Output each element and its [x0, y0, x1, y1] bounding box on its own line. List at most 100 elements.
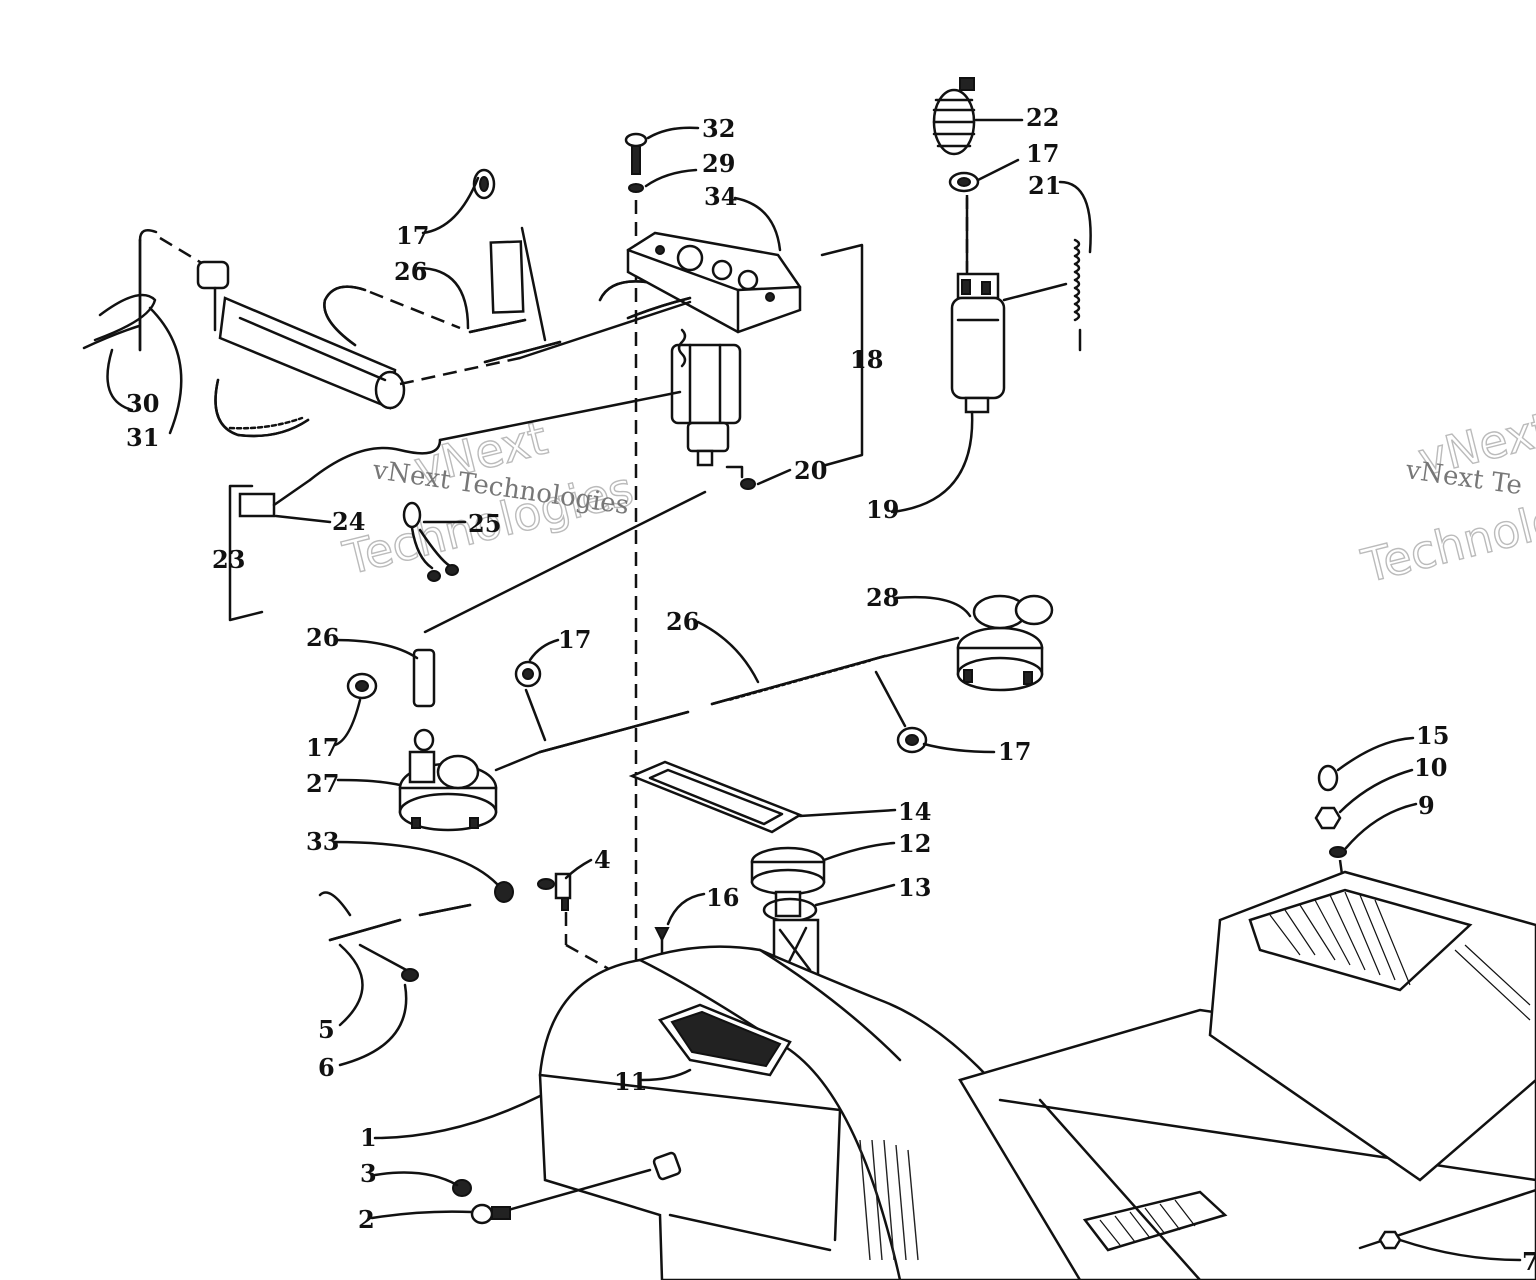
pump-bracket-assembly: [598, 231, 802, 467]
callout-25: 25: [468, 509, 501, 538]
leader-10: [1338, 768, 1414, 814]
leader-5: [338, 943, 364, 1027]
hose-26-vertical: [412, 648, 436, 708]
leader-26-upper: [416, 266, 470, 330]
bolt-2-3: [452, 1179, 511, 1225]
leader-20: [756, 468, 792, 486]
clamp-17-mid: [514, 660, 542, 688]
grommet-33: [494, 881, 514, 903]
leader-28: [893, 595, 972, 618]
callout-6: 6: [318, 1053, 335, 1082]
rail-dash: [399, 356, 521, 386]
fuel-pump-19: [950, 272, 1006, 414]
leader-21-pump: [1002, 282, 1068, 302]
clamp-17-right: [896, 726, 928, 754]
callout-17-a: 17: [1026, 139, 1059, 168]
leader-17-upper: [421, 176, 480, 235]
callout-30: 30: [126, 389, 159, 418]
nut-10: [1314, 806, 1342, 830]
leader-31: [148, 306, 183, 435]
leader-26-left: [333, 638, 419, 660]
hose-26-center: [538, 654, 887, 754]
washer-29: [628, 183, 644, 193]
callout-17-e: 17: [998, 737, 1031, 766]
callout-16: 16: [706, 883, 739, 912]
leader-12: [822, 841, 896, 862]
callout-9: 9: [1418, 791, 1435, 820]
callout-4: 4: [594, 845, 611, 874]
leader-34: [733, 196, 782, 252]
sender-25: [402, 501, 459, 582]
callout-17-b: 17: [396, 221, 429, 250]
leader-13: [814, 883, 896, 907]
callout-26-b: 26: [666, 607, 699, 636]
leader-30: [106, 348, 134, 412]
callout-26-c: 26: [306, 623, 339, 652]
leader-17-mid: [528, 638, 560, 662]
fitting-4: [537, 872, 572, 911]
leader-32: [646, 126, 700, 140]
leader-19: [890, 410, 974, 514]
leader-26-center: [696, 620, 760, 684]
callout-32: 32: [702, 114, 735, 143]
callout-5: 5: [318, 1015, 335, 1044]
leader-2: [370, 1210, 474, 1220]
vent-hose-5-6: [318, 891, 472, 982]
clamp-17-upper: [472, 168, 496, 200]
leader-4: [564, 858, 593, 880]
fuel-rail-assembly: [82, 229, 406, 438]
gasket-14: [628, 760, 803, 834]
callout-13: 13: [898, 873, 931, 902]
callout-22: 22: [1026, 103, 1059, 132]
callout-17-c: 17: [558, 625, 591, 654]
leader-29: [644, 168, 698, 188]
bracket-23: [228, 484, 264, 622]
nut-7: [1378, 1230, 1402, 1250]
callout-10: 10: [1414, 753, 1447, 782]
leader-14: [798, 808, 897, 818]
callout-33: 33: [306, 827, 339, 856]
callout-18: 18: [850, 345, 883, 374]
leader-3: [373, 1171, 459, 1187]
callout-12: 12: [898, 829, 931, 858]
callout-3: 3: [360, 1159, 377, 1188]
connector-24: [238, 438, 442, 518]
screw-32: [624, 132, 648, 175]
strainer-21: [1073, 238, 1081, 322]
fuel-cap-12: [750, 846, 826, 918]
clamp-17-top: [948, 171, 980, 193]
callout-17-d: 17: [306, 733, 339, 762]
washer-20: [740, 478, 756, 490]
callout-26-a: 26: [394, 257, 427, 286]
leader-24: [274, 514, 332, 524]
callout-21: 21: [1028, 171, 1061, 200]
callout-29: 29: [702, 149, 735, 178]
bracket-18-line: [820, 243, 864, 467]
leader-27: [336, 778, 402, 787]
gas-tank-1: [538, 945, 1082, 1280]
leader-17-left: [333, 698, 362, 747]
hose-26-upper: [468, 318, 562, 364]
callout-1: 1: [360, 1123, 377, 1152]
callout-14: 14: [898, 797, 931, 826]
leader-11: [640, 1068, 692, 1082]
leader-21: [1058, 180, 1092, 254]
callout-27: 27: [306, 769, 339, 798]
callout-19: 19: [866, 495, 899, 524]
fuel-sender-28: [956, 594, 1054, 692]
callout-7: 7: [1522, 1247, 1536, 1276]
leader-17-top: [976, 158, 1020, 182]
leader-17-right: [922, 742, 996, 754]
callout-24: 24: [332, 507, 365, 536]
callout-34: 34: [704, 182, 737, 211]
filter-sleeve: [489, 240, 525, 314]
cap-15: [1317, 764, 1339, 792]
callout-2: 2: [358, 1205, 375, 1234]
callout-11: 11: [614, 1067, 647, 1096]
leader-9: [1344, 802, 1418, 850]
leader-33: [333, 840, 499, 886]
part-20-step: [725, 465, 744, 479]
washer-9: [1329, 846, 1347, 858]
callout-15: 15: [1416, 721, 1449, 750]
